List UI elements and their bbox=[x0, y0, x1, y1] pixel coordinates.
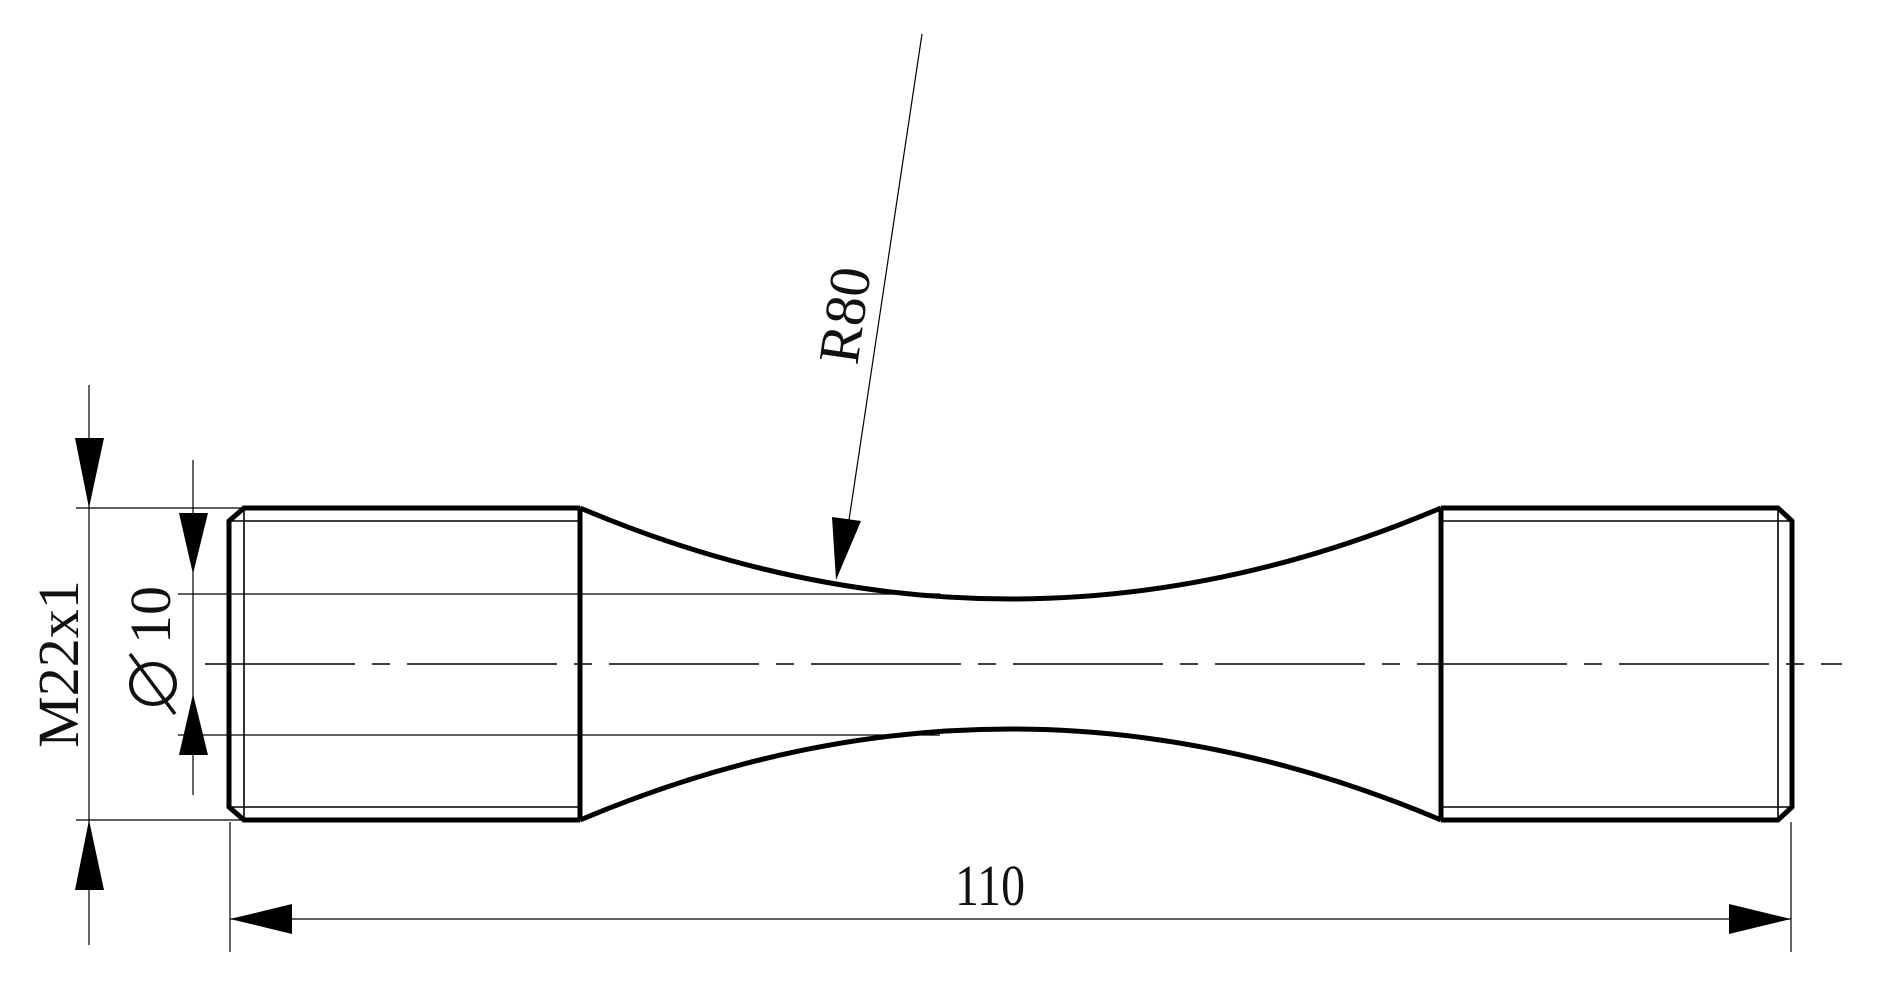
right-threaded-end bbox=[1438, 505, 1795, 823]
diameter-dimension: 10 bbox=[118, 460, 208, 795]
arrow-right-icon bbox=[1729, 904, 1791, 934]
thread-dimension: M22x1 bbox=[26, 385, 104, 945]
arrow-up-icon bbox=[75, 820, 104, 890]
arrow-up-icon bbox=[179, 694, 208, 755]
left-threaded-end bbox=[226, 505, 583, 823]
arrow-down-icon bbox=[75, 438, 104, 508]
lower-fillet-arc bbox=[579, 726, 1442, 823]
length-dimension: 110 bbox=[229, 822, 1792, 952]
diameter-value: 10 bbox=[118, 586, 183, 644]
diameter-symbol-icon bbox=[128, 652, 177, 716]
gauge-section bbox=[579, 505, 1442, 823]
thread-label: M22x1 bbox=[26, 580, 91, 748]
upper-fillet-arc bbox=[579, 505, 1442, 602]
arrow-down-icon bbox=[832, 517, 861, 580]
arrow-left-icon bbox=[230, 904, 292, 934]
length-label: 110 bbox=[955, 853, 1025, 918]
radius-label: R80 bbox=[806, 263, 884, 368]
radius-dimension: R80 bbox=[806, 33, 923, 580]
arrow-down-icon bbox=[179, 513, 208, 574]
